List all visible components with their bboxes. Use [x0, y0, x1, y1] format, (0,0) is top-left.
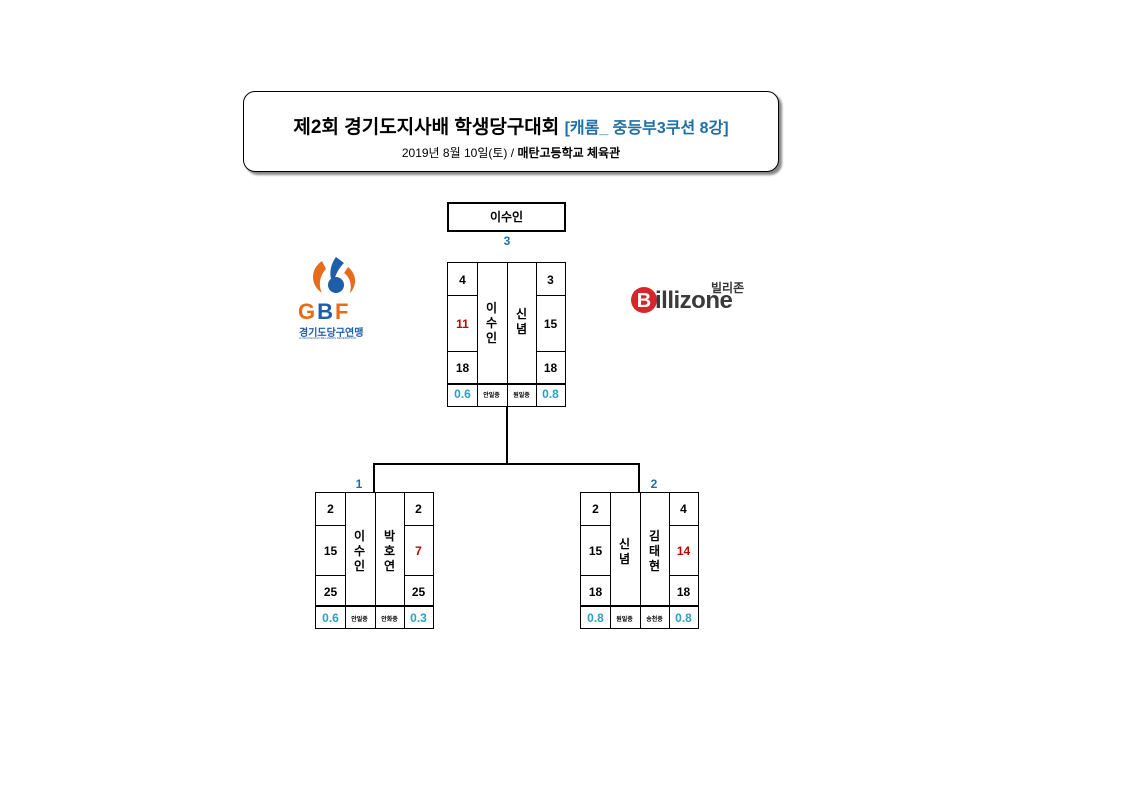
score-cell: 18 [676, 585, 691, 599]
divider [581, 525, 610, 526]
gbf-logo-text: GBF [298, 299, 350, 325]
bracket-line [373, 463, 375, 493]
divider [536, 295, 565, 296]
school-cell: 원일중 [513, 393, 530, 399]
divider [477, 383, 478, 406]
divider [536, 383, 537, 406]
bracket-line [638, 463, 640, 493]
divider [448, 295, 477, 296]
score-cell: 15 [588, 544, 603, 558]
gbf-letter-g: G [298, 299, 318, 324]
average-cell: 0.8 [587, 611, 604, 625]
player-name: 김 태 현 [648, 529, 661, 573]
winner-box: 이수인 [447, 202, 566, 232]
score-cell: 3 [547, 273, 554, 287]
average-cell: 0.6 [322, 611, 339, 625]
score-cell: 18 [588, 585, 603, 599]
school-cell: 안일중 [351, 617, 368, 623]
average-cell: 0.8 [542, 387, 559, 401]
divider [316, 605, 433, 607]
divider [404, 493, 405, 605]
billizone-korean-name: 빌리존 [711, 281, 745, 295]
score-cell: 4 [459, 273, 466, 287]
divider [581, 605, 698, 607]
player-name: 박 호 연 [383, 529, 396, 573]
divider [404, 575, 433, 576]
score-cell: 2 [415, 502, 422, 516]
divider [669, 493, 670, 605]
divider [404, 605, 405, 628]
score-cell: 14 [676, 544, 691, 558]
divider [316, 575, 345, 576]
divider [345, 605, 346, 628]
divider [610, 605, 611, 628]
score-cell: 11 [456, 317, 469, 331]
match-1: 2 15 25 2 7 25 이 수 인 박 호 연 0.6 안일중 안화중 0… [315, 492, 434, 629]
player-name: 이 수 인 [353, 529, 366, 573]
score-cell: 15 [543, 317, 558, 331]
score-cell: 25 [411, 585, 426, 599]
divider [640, 605, 641, 628]
player-name: 신 념 [515, 307, 528, 336]
gbf-letter-b: B [317, 299, 336, 324]
school-cell: 원일중 [616, 617, 633, 623]
divider [448, 351, 477, 352]
score-cell: 18 [455, 361, 470, 375]
match-1-number: 1 [355, 477, 363, 491]
player-name: 신 념 [618, 537, 631, 566]
divider [507, 383, 508, 406]
title-box: 제2회 경기도지사배 학생당구대회 [캐롬_ 중등부3쿠션 8강] 2019년 … [243, 91, 779, 172]
divider [375, 493, 376, 605]
event-date-venue: 2019년 8월 10일(토) / 매탄고등학교 체육관 [244, 144, 778, 161]
gbf-letter-f: F [335, 299, 351, 324]
score-cell: 2 [327, 502, 334, 516]
school-cell: 송천중 [646, 617, 663, 623]
player-name: 이 수 인 [485, 301, 498, 345]
school-cell: 안일중 [483, 393, 500, 399]
average-cell: 0.8 [675, 611, 692, 625]
divider [669, 605, 670, 628]
divider [669, 575, 698, 576]
gbf-logo-icon [313, 257, 356, 293]
divider [536, 263, 537, 383]
gbf-english-name: GYEONGGIDO BILLIARDS FEDERATION [299, 336, 356, 340]
score-cell: 4 [680, 502, 687, 516]
score-cell: 2 [592, 502, 599, 516]
divider [640, 493, 641, 605]
bracket-line [373, 463, 639, 465]
score-cell: 15 [323, 544, 338, 558]
score-cell: 7 [415, 544, 422, 558]
divider [536, 351, 565, 352]
svg-text:B: B [637, 290, 651, 312]
title-main: 제2회 경기도지사배 학생당구대회 [293, 117, 560, 138]
gbf-korean-name: 경기도당구연맹 [299, 328, 364, 339]
final-match-number: 3 [503, 234, 511, 248]
score-cell: 25 [323, 585, 338, 599]
separator: / [510, 146, 515, 160]
page-title: 제2회 경기도지사배 학생당구대회 [캐롬_ 중등부3쿠션 8강] [244, 112, 778, 139]
divider [404, 525, 433, 526]
divider [345, 493, 346, 605]
divider [448, 383, 565, 385]
event-date: 2019년 8월 10일(토) [401, 146, 508, 160]
match-final: 4 11 18 3 15 18 이 수 인 신 념 0.6 안일중 원일중 0.… [447, 262, 566, 407]
divider [610, 493, 611, 605]
divider [375, 605, 376, 628]
bracket-line [506, 406, 508, 464]
event-venue: 매탄고등학교 체육관 [517, 146, 621, 160]
title-sub: [캐롬_ 중등부3쿠션 8강] [564, 120, 729, 137]
billizone-wordmark: illizone [655, 287, 733, 314]
divider [477, 263, 478, 383]
average-cell: 0.3 [410, 611, 427, 625]
divider [581, 575, 610, 576]
average-cell: 0.6 [454, 387, 471, 401]
school-cell: 안화중 [381, 617, 398, 623]
match-2-number: 2 [650, 477, 658, 491]
match-2: 2 15 18 4 14 18 신 념 김 태 현 0.8 원일중 송천중 0.… [580, 492, 699, 629]
score-cell: 18 [543, 361, 558, 375]
billizone-b-icon: B [631, 287, 657, 313]
divider [669, 525, 698, 526]
divider [316, 525, 345, 526]
divider [507, 263, 508, 383]
